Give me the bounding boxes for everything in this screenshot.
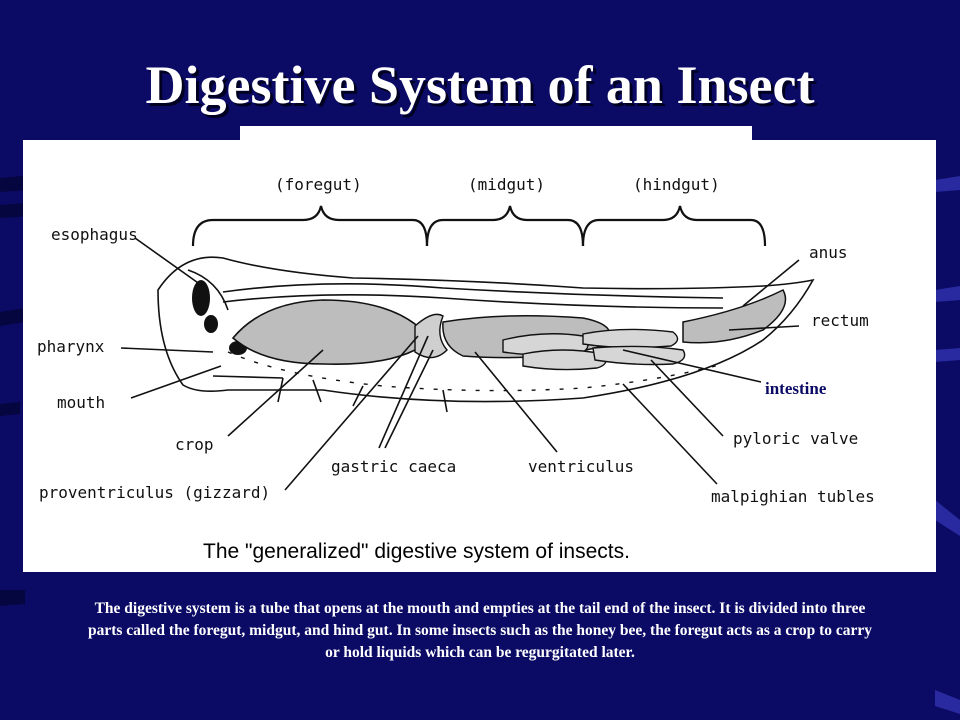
- label-pharynx: pharynx: [37, 337, 105, 356]
- slide-title: Digestive System of an Insect: [145, 55, 815, 115]
- insect-body: [157, 256, 815, 413]
- label-ventriculus: ventriculus: [528, 457, 634, 476]
- label-foregut: (foregut): [275, 175, 362, 194]
- label-hindgut: (hindgut): [633, 175, 720, 194]
- label-malpighian-tubles: malpighian tubles: [711, 487, 875, 506]
- diagram-caption: The "generalized" digestive system of in…: [203, 540, 630, 563]
- label-gastric-caeca: gastric caeca: [331, 457, 456, 476]
- label-rectum: rectum: [811, 311, 869, 330]
- diagram-svg: (foregut) (midgut) (hindgut): [37, 175, 875, 563]
- digestive-system-diagram: (foregut) (midgut) (hindgut): [23, 140, 936, 572]
- label-pyloric-valve: pyloric valve: [733, 429, 858, 448]
- label-anus: anus: [809, 243, 848, 262]
- label-mouth: mouth: [57, 393, 105, 412]
- label-midgut: (midgut): [468, 175, 545, 194]
- ventral-nerve-cord: [227, 351, 724, 392]
- label-intestine: intestine: [765, 379, 827, 398]
- label-proventriculus: proventriculus (gizzard): [39, 483, 270, 502]
- label-crop: crop: [175, 435, 214, 454]
- section-braces: [191, 205, 767, 247]
- pharynx-blobs: [192, 280, 247, 355]
- gastric-caeca-organ: [414, 313, 448, 359]
- label-pointer-lines: [120, 237, 800, 491]
- crop-organ: [231, 299, 422, 366]
- label-esophagus: esophagus: [51, 225, 138, 244]
- intestine-coils: [502, 328, 686, 371]
- rectum-organ: [682, 289, 787, 344]
- slide-description: The digestive system is a tube that open…: [87, 600, 873, 661]
